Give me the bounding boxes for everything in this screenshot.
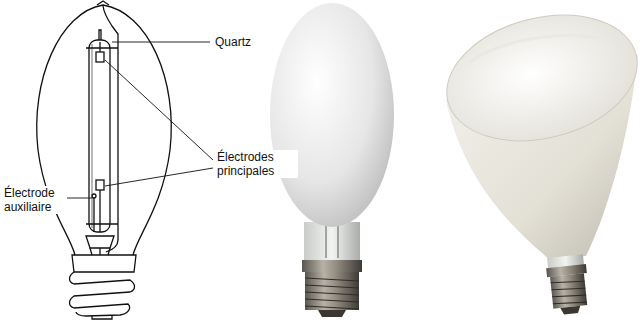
reflector-bulb <box>433 0 644 316</box>
lamp-line-drawing <box>37 1 213 319</box>
part-label: Électrode auxiliaire <box>3 186 67 214</box>
part-label: Électrodes principales <box>216 150 298 178</box>
part-label: Quartz <box>214 35 252 49</box>
